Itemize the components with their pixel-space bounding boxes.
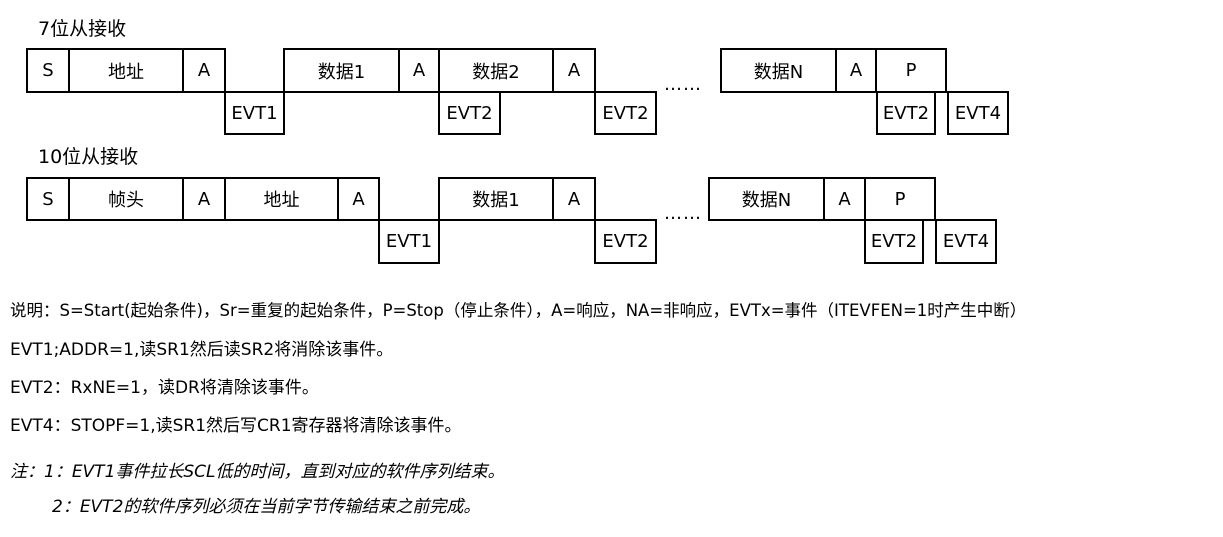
seq10-title: 10位从接收 [38,146,139,168]
seq7-start-box: S [26,48,70,93]
seq7-data2-box: 数据2 [438,48,554,93]
seq7-ack-box-4: A [835,48,877,93]
note-1: 注：1：EVT1事件拉长SCL低的时间，直到对应的软件序列结束。 [10,462,505,482]
seq10-start-box: S [26,177,70,221]
note-2: 2：EVT2的软件序列必须在当前字节传输结束之前完成。 [52,497,481,517]
legend-evt1: EVT1;ADDR=1,读SR1然后读SR2将消除该事件。 [10,340,394,360]
seq7-evt2-box-2: EVT2 [594,91,657,135]
seq7-ack-box-1: A [182,48,226,93]
seq7-dataN-box: 数据N [720,48,837,93]
seq7-address-box: 地址 [68,48,184,93]
seq7-evt2-box-1: EVT2 [438,91,501,135]
seq10-address-box: 地址 [224,177,339,221]
seq7-ellipsis: …… [664,74,702,95]
seq10-evt4-box: EVT4 [935,219,997,264]
seq7-evt1-box: EVT1 [224,91,285,135]
legend-evt2: EVT2：RxNE=1，读DR将清除该事件。 [10,378,319,398]
seq7-evt2-box-3: EVT2 [876,91,936,135]
seq7-title: 7位从接收 [38,18,127,40]
legend-evt4: EVT4：STOPF=1,读SR1然后写CR1寄存器将清除该事件。 [10,416,462,436]
seq7-ack-box-2: A [398,48,440,93]
seq7-stop-box: P [875,48,947,93]
seq7-data1-box: 数据1 [283,48,400,93]
seq10-header-box: 帧头 [68,177,184,221]
seq10-ack-box-2: A [337,177,380,221]
seq10-data1-box: 数据1 [438,177,554,221]
seq10-dataN-box: 数据N [708,177,825,221]
seq10-ack-box-1: A [182,177,226,221]
seq7-evt4-box: EVT4 [947,91,1009,135]
seq10-ack-box-3: A [552,177,596,221]
seq7-ack-box-3: A [552,48,596,93]
seq10-evt2-box-2: EVT2 [864,219,924,264]
seq10-evt2-box-1: EVT2 [594,219,657,264]
seq10-evt1-box: EVT1 [378,219,440,264]
seq10-ack-box-4: A [823,177,866,221]
legend-description: 说明：S=Start(起始条件)，Sr=重复的起始条件，P=Stop（停止条件）… [10,301,1027,320]
seq10-ellipsis: …… [664,203,702,224]
seq10-stop-box: P [864,177,936,221]
